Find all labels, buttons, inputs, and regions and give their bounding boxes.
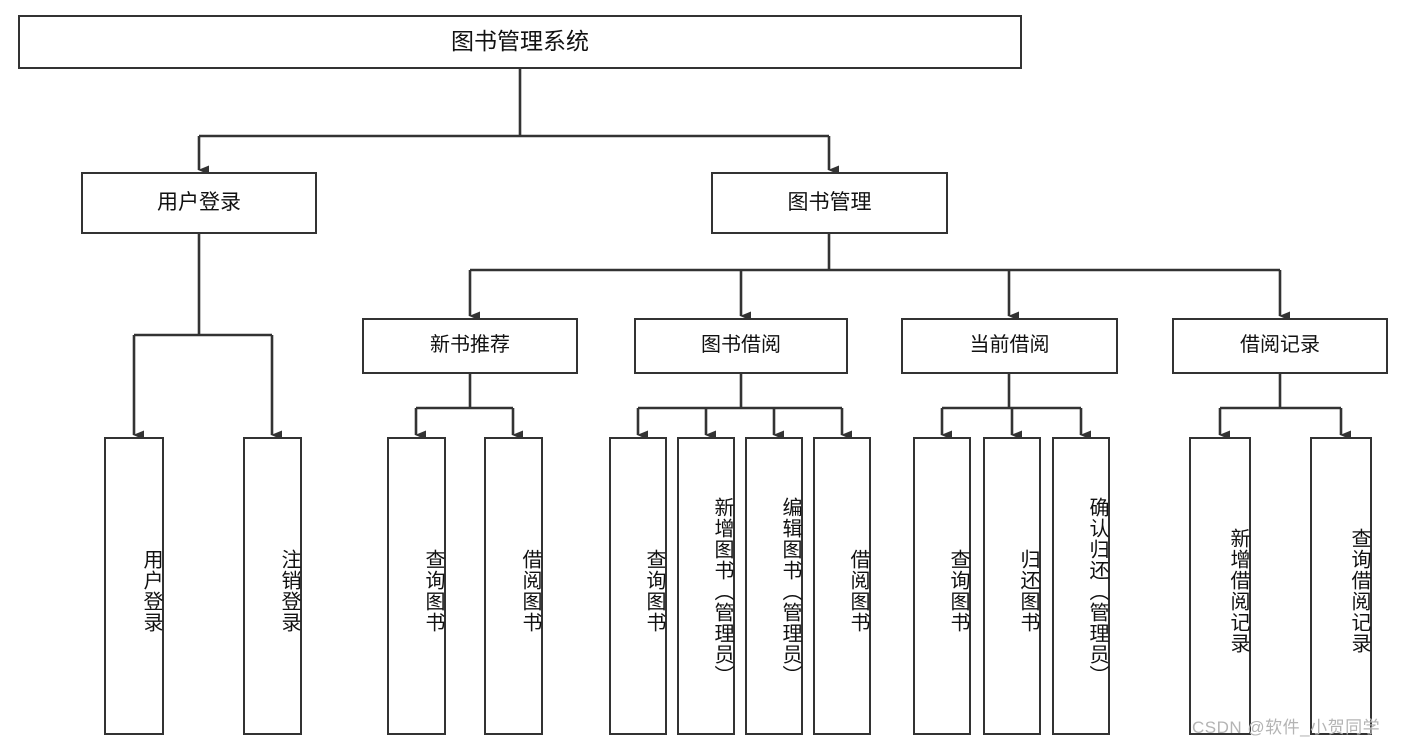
node-level2-1[interactable]: 图书管理 — [711, 172, 948, 234]
node-label: 新书推荐 — [430, 334, 510, 357]
node-leaf-1[interactable]: 注销登录 — [243, 437, 302, 735]
node-level3-0[interactable]: 新书推荐 — [362, 318, 578, 374]
node-level3-1[interactable]: 图书借阅 — [634, 318, 848, 374]
node-label: 查询借阅记录 — [1348, 528, 1370, 654]
node-leaf-3[interactable]: 借阅图书 — [484, 437, 543, 735]
node-label: 图书借阅 — [701, 334, 781, 357]
node-label: 注销登录 — [278, 549, 300, 633]
node-leaf-2[interactable]: 查询图书 — [387, 437, 446, 735]
node-leaf-0[interactable]: 用户登录 — [104, 437, 164, 735]
node-level3-3[interactable]: 借阅记录 — [1172, 318, 1388, 374]
node-leaf-9[interactable]: 归还图书 — [983, 437, 1041, 735]
node-label: 借阅记录 — [1240, 334, 1320, 357]
node-label: 借阅图书 — [519, 549, 541, 633]
node-label: 确认归还（管理员） — [1086, 496, 1108, 686]
node-leaf-7[interactable]: 借阅图书 — [813, 437, 871, 735]
node-label: 编辑图书（管理员） — [779, 496, 801, 686]
node-label: 用户登录 — [140, 549, 162, 633]
node-label: 新增图书（管理员） — [711, 496, 733, 686]
node-leaf-8[interactable]: 查询图书 — [913, 437, 971, 735]
node-label: 查询图书 — [947, 549, 969, 633]
node-root-system[interactable]: 图书管理系统 — [18, 15, 1022, 69]
node-label: 新增借阅记录 — [1227, 528, 1249, 654]
node-label: 当前借阅 — [969, 334, 1050, 357]
node-leaf-4[interactable]: 查询图书 — [609, 437, 667, 735]
node-leaf-11[interactable]: 新增借阅记录 — [1189, 437, 1251, 735]
node-label: 查询图书 — [422, 549, 444, 633]
node-label: 图书管理 — [787, 190, 872, 214]
watermark-text: CSDN @软件_小贺同学 — [1192, 718, 1381, 737]
node-label: 查询图书 — [643, 549, 665, 633]
node-level2-0[interactable]: 用户登录 — [81, 172, 317, 234]
node-label: 图书管理系统 — [451, 28, 589, 55]
node-level3-2[interactable]: 当前借阅 — [901, 318, 1118, 374]
node-leaf-12[interactable]: 查询借阅记录 — [1310, 437, 1372, 735]
node-leaf-6[interactable]: 编辑图书（管理员） — [745, 437, 803, 735]
node-label: 归还图书 — [1017, 549, 1039, 633]
node-label: 用户登录 — [157, 190, 241, 214]
node-leaf-10[interactable]: 确认归还（管理员） — [1052, 437, 1110, 735]
node-leaf-5[interactable]: 新增图书（管理员） — [677, 437, 735, 735]
node-label: 借阅图书 — [847, 549, 869, 633]
